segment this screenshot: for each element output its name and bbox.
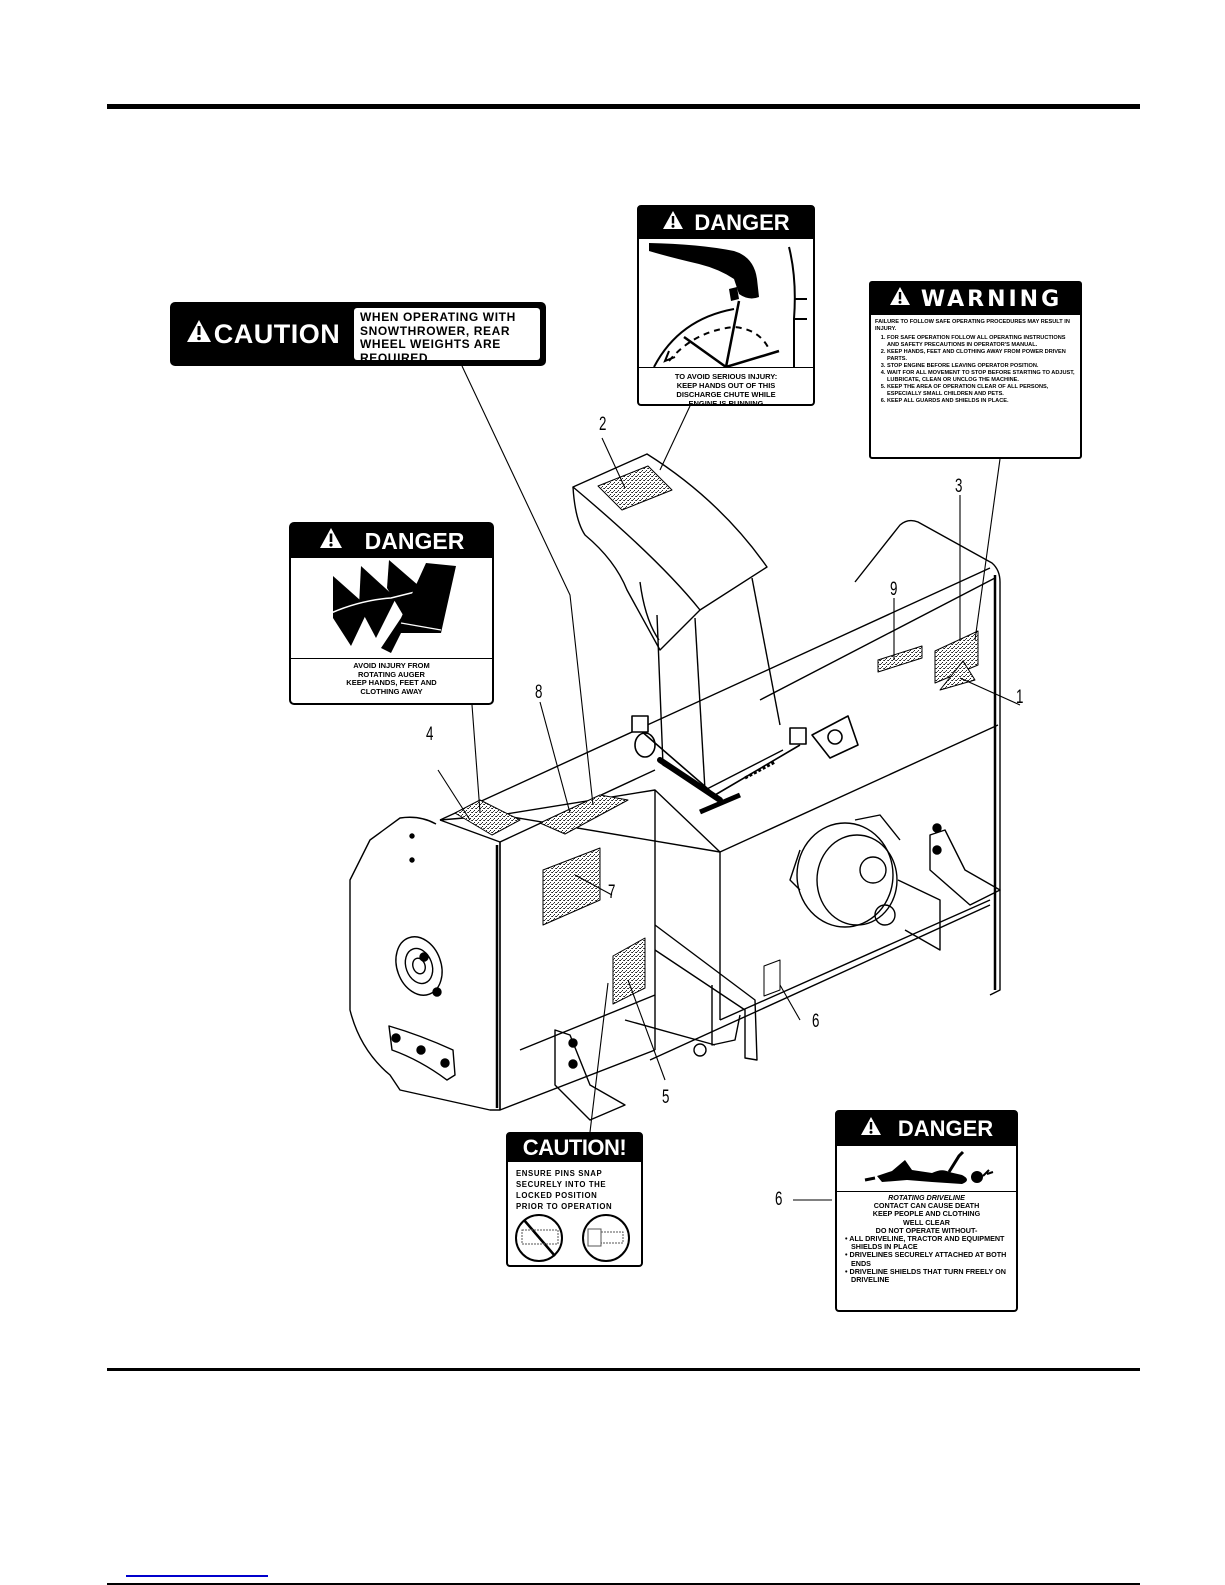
decal-bullet: • DRIVELINE SHIELDS THAT TURN FREELY ON …	[845, 1266, 1006, 1285]
decal-header: CAUTION!	[508, 1134, 641, 1162]
callout-3: 3	[955, 476, 963, 497]
decal-caution-rear-wheel-weights: CAUTION WHEN OPERATING WITH SNOWTHROWER,…	[170, 302, 546, 366]
decal-bullet-text: DRIVELINES SECURELY ATTACHED AT BOTH END…	[849, 1250, 1007, 1268]
decal-locations	[454, 465, 979, 1005]
decal-bullet: • DRIVELINES SECURELY ATTACHED AT BOTH E…	[845, 1250, 1007, 1268]
decal-location-2	[597, 465, 673, 511]
decal-list-item: KEEP ALL GUARDS AND SHIELDS IN PLACE.	[887, 398, 1076, 405]
decal-danger-discharge-chute: DANGER TO AVOID SERIOUS INJURY: KEEP HAN…	[637, 205, 815, 408]
decal-text: ROTATING DRIVELINE CONTACT CAN CAUSE DEA…	[837, 1192, 1016, 1284]
decal-danger-rotating-auger: DANGER AVOID INJURY FROM ROTATING AUGER …	[289, 522, 494, 705]
callout-7: 7	[608, 882, 616, 903]
decal-line: CLOTHING AWAY	[360, 686, 423, 696]
pin-lock-position-icon	[508, 1212, 641, 1262]
rotating-auger-foot-icon	[291, 558, 492, 659]
callout-4: 4	[426, 724, 434, 745]
decal-line: ENSURE PINS SNAP	[516, 1169, 603, 1178]
decal-header: DANGER	[291, 524, 492, 558]
warning-triangle-icon	[186, 319, 212, 350]
decal-line: TO AVOID SERIOUS INJURY:	[674, 372, 778, 381]
warning-triangle-icon	[889, 286, 911, 312]
decal-line: KEEP HANDS OUT OF THIS	[676, 381, 776, 390]
decal-caution-pins-locked: CAUTION! ENSURE PINS SNAP SECURELY INTO …	[506, 1132, 643, 1267]
decal-text: TO AVOID SERIOUS INJURY: KEEP HANDS OUT …	[639, 368, 813, 408]
right-skid-shoe	[929, 823, 1001, 906]
decal-list-item: KEEP HANDS, FEET AND CLOTHING AWAY FROM …	[887, 349, 1076, 363]
decal-header: DANGER	[837, 1112, 1016, 1146]
decal-line: KEEP HANDS, FEET AND	[346, 678, 437, 688]
left-skid-shoe	[554, 1029, 626, 1121]
callout-6-machine: 6	[812, 1011, 820, 1032]
warning-triangle-icon	[662, 210, 684, 236]
decal-list-item: WAIT FOR ALL MOVEMENT TO STOP BEFORE STA…	[887, 370, 1076, 384]
decal-warning-safe-operating-procedures: WARNING FAILURE TO FOLLOW SAFE OPERATING…	[869, 281, 1082, 459]
decal-header: CAUTION	[172, 304, 354, 364]
discharge-chute	[572, 453, 784, 791]
decal-line: CONTACT CAN CAUSE DEATH	[873, 1201, 980, 1211]
decal-location-8	[539, 794, 629, 835]
decal-header-text: DANGER	[694, 210, 790, 235]
front-shield	[624, 924, 758, 1061]
decal-list-item: STOP ENGINE BEFORE LEAVING OPERATOR POSI…	[887, 363, 1076, 370]
header-rule	[107, 104, 1140, 109]
page-end-rule	[107, 1583, 1140, 1585]
decal-location-5	[612, 937, 646, 1005]
decal-danger-rotating-driveline: DANGER ROTATING DRIVELINE CONTACT CAN CA…	[835, 1110, 1018, 1312]
footer-rule	[107, 1368, 1140, 1371]
person-entangled-driveline-icon	[837, 1146, 1016, 1192]
decal-location-3	[934, 630, 979, 684]
hand-in-discharge-chute-icon	[639, 239, 813, 370]
decal-list-item: KEEP THE AREA OF OPERATION CLEAR OF ALL …	[887, 384, 1076, 398]
decal-line: ROTATING AUGER	[358, 669, 425, 679]
decal-line: ENGINE IS RUNNING	[688, 399, 764, 408]
decal-line: KEEP PEOPLE AND CLOTHING	[872, 1209, 981, 1219]
decal-location-9	[877, 645, 923, 673]
callout-6-decal: 6	[775, 1189, 783, 1210]
decal-header-text: DANGER	[897, 1116, 994, 1141]
decal-text: ENSURE PINS SNAP SECURELY INTO THE LOCKE…	[508, 1162, 641, 1212]
callout-1: 1	[1016, 687, 1024, 708]
callout-9: 9	[890, 579, 898, 600]
decal-list-item: FOR SAFE OPERATION FOLLOW ALL OPERATING …	[887, 335, 1076, 349]
warning-triangle-icon	[860, 1116, 882, 1142]
callout-8: 8	[535, 682, 543, 703]
decal-intro: FAILURE TO FOLLOW SAFE OPERATING PROCEDU…	[875, 319, 1070, 332]
decal-message: WHEN OPERATING WITH SNOWTHROWER, REAR WH…	[354, 308, 540, 364]
main-housing	[439, 567, 999, 1061]
decal-bullet-text: DRIVELINE SHIELDS THAT TURN FREELY ON DR…	[849, 1266, 1006, 1285]
decal-list: FOR SAFE OPERATION FOLLOW ALL OPERATING …	[871, 335, 1080, 405]
decal-line: PRIOR TO OPERATION	[516, 1202, 613, 1211]
decal-header: DANGER	[639, 207, 813, 239]
leader-lines	[437, 365, 1021, 1201]
decal-header-text: DANGER	[364, 527, 465, 554]
decal-header-text: CAUTION!	[522, 1135, 627, 1160]
decal-text: AVOID INJURY FROM ROTATING AUGER KEEP HA…	[291, 659, 492, 696]
left-side-plate	[349, 816, 501, 1111]
decal-line: WELL CLEAR	[903, 1217, 950, 1227]
decal-location-4	[454, 799, 521, 836]
gearbox	[789, 814, 941, 951]
decal-header-text: WARNING	[920, 286, 1063, 312]
chute-crank	[631, 715, 859, 815]
decal-line: DO NOT OPERATE WITHOUT-	[875, 1225, 978, 1235]
decal-line: AVOID INJURY FROM	[353, 661, 430, 670]
decal-line: DISCHARGE CHUTE WHILE	[676, 390, 776, 399]
decal-location-7	[542, 847, 601, 926]
right-housing-end	[854, 519, 1001, 996]
decal-header-text: CAUTION	[213, 318, 341, 349]
decal-location-6	[763, 959, 781, 997]
footer-link[interactable]	[126, 1560, 268, 1577]
decal-title: ROTATING DRIVELINE	[888, 1193, 965, 1202]
callout-2: 2	[599, 414, 607, 435]
decal-bullet: • ALL DRIVELINE, TRACTOR AND EQUIPMENT S…	[845, 1234, 1005, 1252]
decal-line: LOCKED POSITION	[516, 1191, 598, 1200]
decal-bullet-text: ALL DRIVELINE, TRACTOR AND EQUIPMENT SHI…	[849, 1234, 1005, 1252]
warning-triangle-icon	[319, 527, 343, 555]
decal-header: WARNING	[871, 283, 1080, 315]
decal-location-1	[939, 660, 976, 691]
decal-line: SECURELY INTO THE	[516, 1180, 607, 1189]
callout-5: 5	[662, 1087, 670, 1108]
